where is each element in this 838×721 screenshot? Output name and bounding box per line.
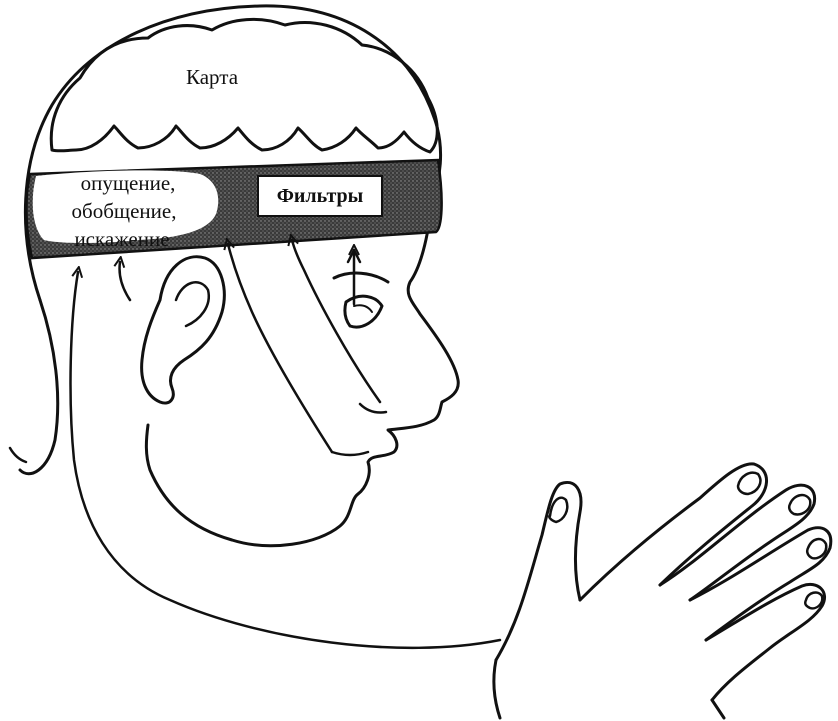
map-label: Карта [186, 65, 239, 89]
arrows [71, 240, 500, 648]
arrow-hearing [119, 262, 130, 300]
process-label-line2: обобщение, [72, 199, 177, 223]
arrow-smell [292, 240, 380, 402]
face-details [332, 404, 386, 455]
filters-box: Фильтры [258, 176, 382, 216]
ear [142, 257, 225, 403]
process-label-line1: опущение, [81, 171, 176, 195]
eye [334, 273, 388, 327]
arrow-taste [228, 244, 332, 452]
filters-label: Фильтры [277, 185, 364, 207]
arrow-touch [71, 272, 500, 648]
hand [494, 464, 831, 718]
process-label-line3: искажение [74, 227, 169, 251]
